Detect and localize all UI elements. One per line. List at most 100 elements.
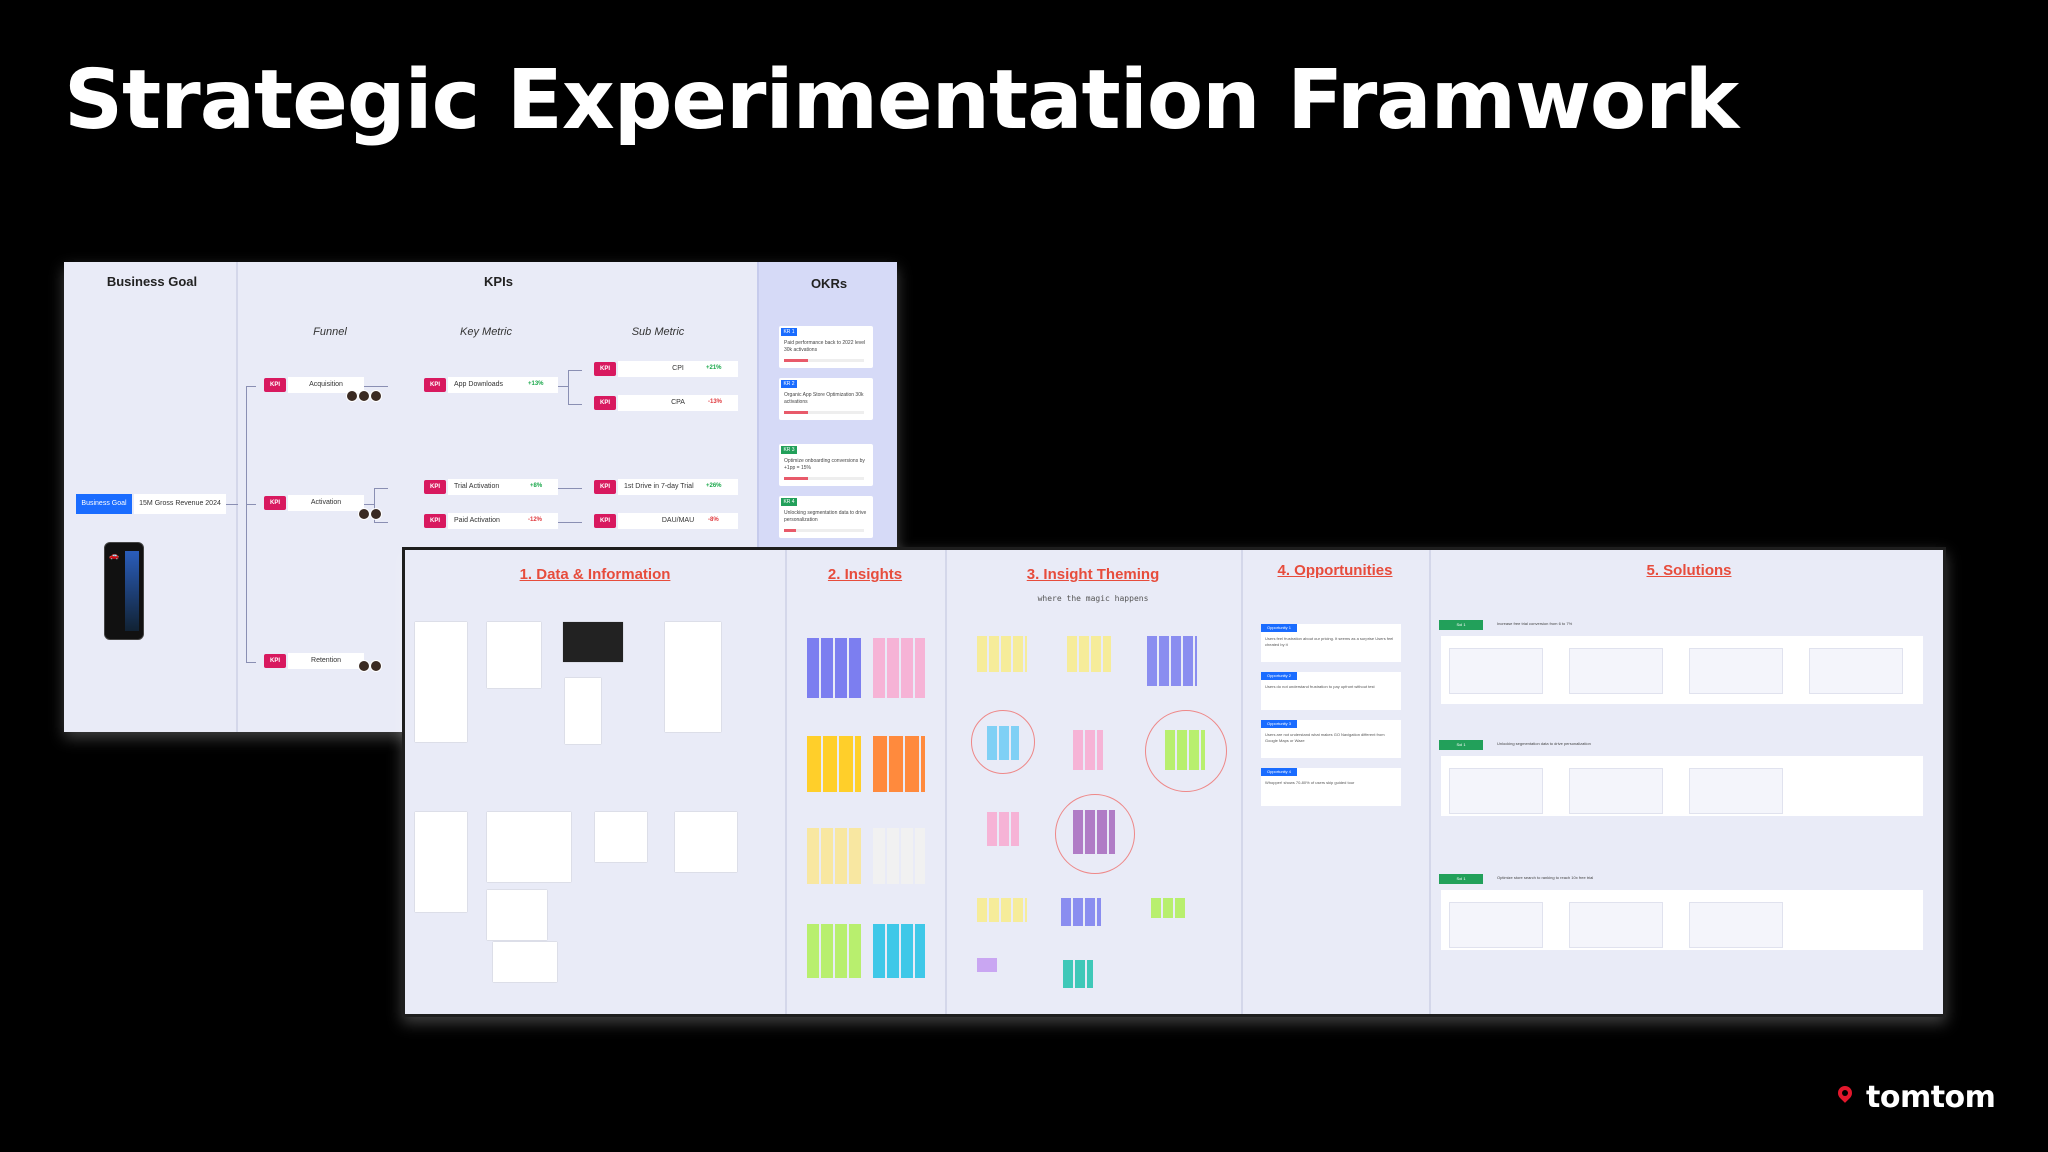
slide-title: Strategic Experimentation Framwork [64,53,1739,148]
okr-progress-bar [784,529,864,532]
column-divider [236,262,238,732]
section-insight-theming: 3. Insight Theming [1026,566,1160,583]
theme-circle [1055,794,1135,874]
kpi-badge: KPI [424,480,446,494]
delta-up: +21% [706,365,722,371]
theme-cluster [1061,898,1101,926]
opportunity-card: Opportunity 1 Users feel frustration abo… [1261,624,1401,662]
funnel-retention: Retention [288,653,364,669]
opportunity-text: Users are not understand what makes GO N… [1265,732,1385,743]
sticky-note-cluster [873,638,925,698]
phone-mockup-image: 🚗 [104,542,144,640]
delta-up: +8% [530,483,543,489]
avatar [358,390,370,402]
section-solutions: 5. Solutions [1646,562,1732,579]
delta-down: -8% [708,517,719,523]
okr-tag: KR 4 [781,498,797,506]
opportunity-card: Opportunity 3 Users are not understand w… [1261,720,1401,758]
solution-card [1809,648,1903,694]
sub-metric-label-text: 1st Drive in 7-day Trial [624,483,694,490]
column-divider [945,550,947,1014]
avatar [370,390,382,402]
key-metric-app-downloads: App Downloads [448,377,558,393]
sticky-note-cluster [807,638,861,698]
kpi-badge: KPI [424,378,446,392]
okr-card: KR 4 Unlocking segmentation data to driv… [779,496,873,538]
column-divider [1241,550,1243,1014]
sticky-note-cluster [807,828,861,884]
okr-progress-bar [784,411,864,414]
screenshot-thumbnail [665,622,721,732]
solution-card [1689,902,1783,948]
kpis-header: KPIs [484,274,513,289]
okr-tag: KR 2 [781,380,797,388]
kpi-badge: KPI [264,496,286,510]
sub-metric-label-text: CPI [672,365,684,372]
okr-tag: KR 3 [781,446,797,454]
theming-subtitle: where the magic happens [1037,594,1149,603]
process-board: 1. Data & Information 2. Insights 3. Ins… [402,547,1946,1017]
sub-metric-label-text: CPA [671,399,685,406]
opportunity-tag: Opportunity 4 [1261,768,1297,776]
car-icon: 🚗 [109,551,119,560]
sub-metric-cpi: CPI [618,361,738,377]
key-metric-label-text: App Downloads [454,381,504,388]
column-divider [785,550,787,1014]
theme-cluster [1073,810,1115,854]
sub-metric-dau-mau: DAU/MAU [618,513,738,529]
map-screen [125,551,139,631]
sub-metric-first-drive: 1st Drive in 7-day Trial [618,479,738,495]
okr-card: KR 2 Organic App Store Optimization 30k … [779,378,873,420]
chart-thumbnail [487,812,571,882]
sticky-note-cluster [807,736,861,792]
okr-card: KR 3 Optimize onboarding conversions by … [779,444,873,486]
theme-circle [971,710,1035,774]
theme-cluster [1151,898,1187,918]
okr-text: Organic App Store Optimization 30k activ… [784,392,864,405]
location-pin-icon [1835,1083,1855,1103]
opportunity-text: Whopper! shows 70-80% of users skip guid… [1265,780,1355,785]
solution-card [1689,768,1783,814]
tomtom-logo: tomtom [1866,1080,1996,1115]
solution-label: Increase free trial conversion from 6 to… [1497,621,1573,626]
column-divider [1429,550,1431,1014]
solution-row: Sol 1 Unlocking segmentation data to dri… [1439,740,1923,816]
delta-down: -12% [528,517,543,523]
theme-cluster [977,958,997,972]
key-metric-label: Key Metric [460,326,512,338]
solution-label: Unlocking segmentation data to drive per… [1497,741,1591,746]
opportunity-tag: Opportunity 2 [1261,672,1297,680]
solution-tag: Sol 1 [1439,740,1483,750]
delta-up: +26% [706,483,722,489]
theme-cluster [1063,960,1093,988]
okr-text: Unlocking segmentation data to drive per… [784,510,867,523]
avatar [358,660,370,672]
chart-thumbnail [595,812,647,862]
solution-row: Sol 1 Optimize store search to ranking t… [1439,874,1923,950]
opportunity-text: Users do not understand frustration to p… [1265,684,1375,689]
screenshot-thumbnail [487,622,541,688]
kpi-badge: KPI [264,378,286,392]
key-metric-paid-activation: Paid Activation [448,513,558,529]
chart-thumbnail [493,942,557,982]
funnel-activation: Activation [288,495,364,511]
solution-tag: Sol 1 [1439,874,1483,884]
okr-tag: KR 1 [781,328,797,336]
avatar [370,660,382,672]
chart-thumbnail [675,812,737,872]
okr-text: Optimize onboarding conversions by +1pp … [784,458,865,471]
solution-card [1569,648,1663,694]
business-goal-header: Business Goal [106,274,198,289]
business-goal-tag: Business Goal [76,494,132,514]
sub-metric-label: Sub Metric [631,326,685,338]
kpi-badge: KPI [264,654,286,668]
key-metric-label-text: Trial Activation [454,483,500,490]
solution-card [1569,902,1663,948]
okr-progress-bar [784,359,864,362]
funnel-label: Funnel [313,326,347,338]
avatar [346,390,358,402]
solution-row: Sol 1 Increase free trial conversion fro… [1439,620,1923,704]
kpi-badge: KPI [594,396,616,410]
sub-metric-label-text: DAU/MAU [661,517,695,524]
okr-card: KR 1 Paid performance back to 2022 level… [779,326,873,368]
